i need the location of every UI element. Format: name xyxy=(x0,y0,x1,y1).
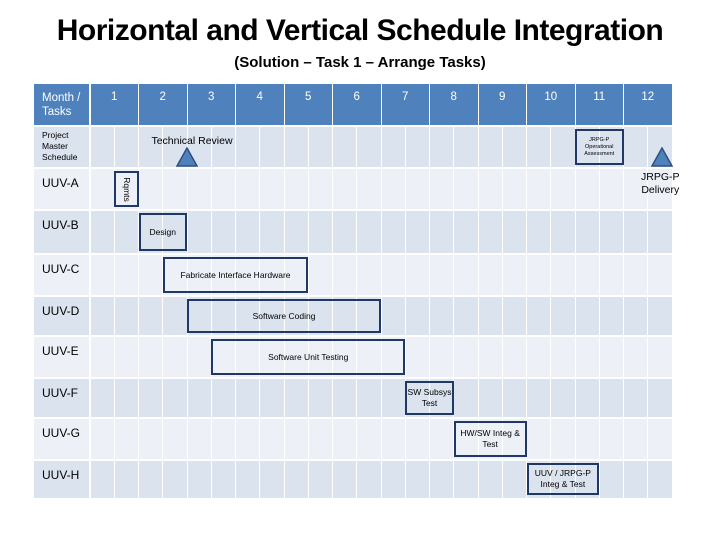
row-label-2: UUV-B xyxy=(42,218,79,232)
header-month-5: 5 xyxy=(305,91,312,103)
row-label-8: UUV-H xyxy=(42,468,80,482)
grid-line-vertical xyxy=(453,126,455,498)
row-label-7: UUV-G xyxy=(42,426,81,440)
grid-line-vertical xyxy=(671,84,673,498)
header-month-tasks-label: Month / Tasks xyxy=(42,92,81,118)
task-bar: HW/SW Integ & Test xyxy=(453,421,527,457)
grid-line-vertical xyxy=(501,126,503,498)
task-label: Rqmts xyxy=(121,176,132,202)
slide-title: Horizontal and Vertical Schedule Integra… xyxy=(56,14,664,47)
header-month-8: 8 xyxy=(450,91,457,103)
grid-line-horizontal xyxy=(34,209,672,211)
slide-subtitle: (Solution – Task 1 – Arrange Tasks) xyxy=(234,54,486,71)
grid-line-vertical xyxy=(429,84,430,498)
grid-line-vertical xyxy=(113,126,115,498)
task-bar: Software Coding xyxy=(187,299,381,333)
task-bar: Design xyxy=(138,213,187,251)
grid-line-horizontal xyxy=(34,335,672,337)
task-bar: SW Subsys Test xyxy=(405,381,454,415)
header-month-4: 4 xyxy=(256,91,263,103)
row-background xyxy=(34,210,672,254)
grid-line-horizontal xyxy=(34,253,672,255)
header-row xyxy=(34,84,672,126)
grid-line-vertical xyxy=(623,84,624,498)
milestone-triangle-icon xyxy=(176,147,198,167)
header-month-6: 6 xyxy=(353,91,360,103)
task-label: SW Subsys Test xyxy=(407,387,452,408)
header-month-3: 3 xyxy=(208,91,215,103)
task-bar: Software Unit Testing xyxy=(211,339,406,375)
row-background xyxy=(34,254,672,296)
header-month-12: 12 xyxy=(641,91,655,103)
row-background xyxy=(34,460,672,498)
row-background xyxy=(34,296,672,336)
grid-line-horizontal xyxy=(34,459,672,461)
row-label-5: UUV-E xyxy=(42,344,79,358)
header-month-7: 7 xyxy=(402,91,409,103)
grid-line-vertical xyxy=(89,84,91,498)
grid-line-horizontal xyxy=(34,125,672,127)
milestone-label: JRPG-P Delivery xyxy=(641,171,680,196)
row-background xyxy=(34,168,672,210)
header-month-2: 2 xyxy=(159,91,166,103)
task-bar: Rqmts xyxy=(114,171,139,207)
task-bar: Fabricate Interface Hardware xyxy=(162,257,309,293)
row-label-0: Project Master Schedule xyxy=(42,130,78,162)
task-label: HW/SW Integ & Test xyxy=(460,428,520,449)
task-label: JRPG-P Operational Assessment xyxy=(584,136,615,157)
grid-line-vertical xyxy=(477,84,479,498)
header-month-9: 9 xyxy=(499,91,506,103)
row-background xyxy=(34,378,672,418)
task-bar: JRPG-P Operational Assessment xyxy=(575,129,624,165)
grid-line-vertical xyxy=(647,126,649,498)
grid-line-horizontal xyxy=(34,167,672,169)
row-label-1: UUV-A xyxy=(42,176,79,190)
milestone-label: Technical Review xyxy=(151,135,233,147)
task-bar: UUV / JRPG-P Integ & Test xyxy=(526,463,600,495)
grid-line-horizontal xyxy=(34,377,672,379)
grid-line-vertical xyxy=(259,126,261,498)
grid-line-horizontal xyxy=(34,417,672,419)
task-label: Software Unit Testing xyxy=(268,351,349,362)
grid-line-vertical xyxy=(574,84,576,498)
row-background xyxy=(34,336,672,378)
grid-line-horizontal xyxy=(34,295,672,297)
grid-line-vertical xyxy=(598,126,600,498)
task-label: Software Coding xyxy=(252,310,316,321)
header-month-1: 1 xyxy=(111,91,118,103)
row-background xyxy=(34,418,672,460)
grid-line-vertical xyxy=(162,126,164,498)
row-label-3: UUV-C xyxy=(42,262,80,276)
task-label: UUV / JRPG-P Integ & Test xyxy=(534,468,591,489)
row-label-6: UUV-F xyxy=(42,386,78,400)
grid-line-vertical xyxy=(550,126,552,498)
header-month-11: 11 xyxy=(593,91,606,103)
header-month-10: 10 xyxy=(544,91,558,103)
grid-line-vertical xyxy=(404,126,406,498)
grid-line-vertical xyxy=(380,84,382,498)
task-label: Fabricate Interface Hardware xyxy=(180,269,291,280)
grid-line-vertical xyxy=(138,84,139,498)
task-label: Design xyxy=(149,226,176,237)
milestone-triangle-icon xyxy=(651,147,674,167)
grid-line-vertical xyxy=(526,84,527,498)
row-label-4: UUV-D xyxy=(42,304,80,318)
grid-line-vertical xyxy=(210,126,212,498)
grid-line-vertical xyxy=(356,126,358,498)
grid-line-vertical xyxy=(307,126,309,498)
grid-line-vertical xyxy=(332,84,333,498)
row-background xyxy=(34,126,672,168)
